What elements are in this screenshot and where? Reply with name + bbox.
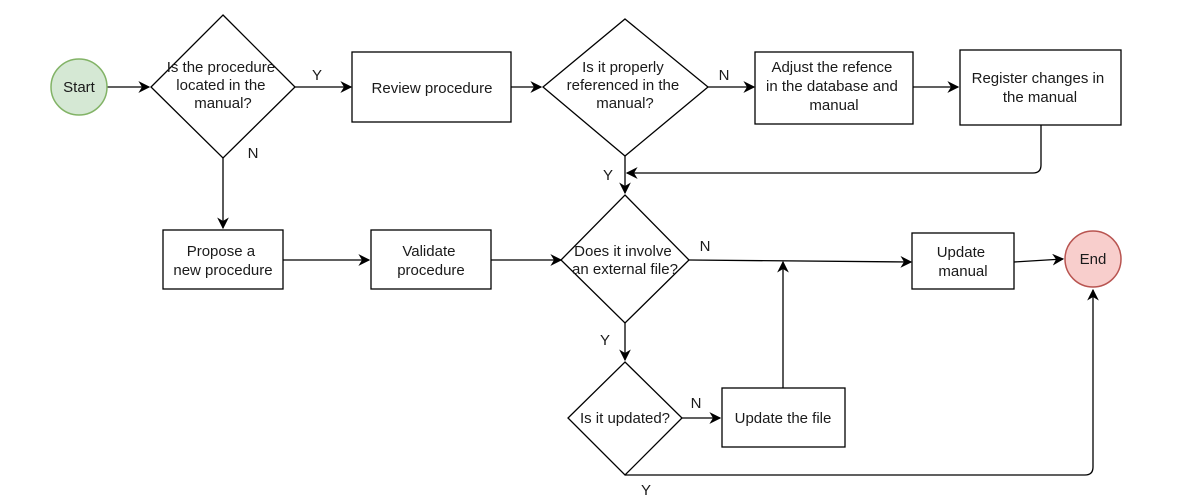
- propose-label: Propose a new procedure: [173, 243, 272, 279]
- update-file-process: Update the file: [721, 387, 846, 448]
- propose-box: [162, 229, 284, 290]
- update-file-box: [721, 387, 846, 448]
- end-label: End: [1080, 251, 1107, 268]
- is-located-line-2: located in the: [176, 77, 265, 94]
- start-node: Start: [50, 58, 108, 116]
- is-referenced-label: Is it properly referenced in the manual?: [567, 59, 684, 112]
- validate-box: [370, 229, 492, 290]
- adjust-box: [754, 51, 914, 125]
- validate-process: Validate procedure: [370, 229, 492, 290]
- validate-line-1: Validate: [402, 243, 455, 260]
- edges: [107, 81, 1099, 476]
- register-label: Register changes in the manual: [972, 70, 1109, 106]
- is-referenced-diamond: [541, 18, 710, 157]
- adjust-line-3: manual: [809, 97, 858, 114]
- is-located-decision: Is the procedure located in the manual?: [150, 14, 296, 159]
- external-diamond: [560, 194, 690, 324]
- label-located-yes: Y: [312, 67, 322, 84]
- label-referenced-yes: Y: [603, 167, 613, 184]
- update-file-label: Update the file: [735, 410, 832, 427]
- is-located-line-1: Is the procedure: [167, 59, 275, 76]
- update-manual-label: Update manual: [937, 244, 990, 280]
- edge-is-updated-to-end: [625, 288, 1099, 476]
- label-located-no: N: [248, 145, 259, 162]
- label-updated-yes: Y: [641, 482, 651, 499]
- start-circle: [50, 58, 108, 116]
- adjust-label: Adjust the refence in the database and m…: [766, 59, 902, 114]
- edge-external-to-update-manual: [688, 256, 913, 268]
- is-updated-line-1: Is it updated?: [580, 410, 670, 427]
- review-box: [351, 51, 512, 123]
- label-referenced-no: N: [719, 67, 730, 84]
- register-line-2: the manual: [1003, 89, 1077, 106]
- is-updated-label: Is it updated?: [580, 410, 670, 427]
- is-referenced-decision: Is it properly referenced in the manual?: [541, 18, 710, 157]
- adjust-line-1: Adjust the refence: [771, 59, 892, 76]
- is-referenced-line-2: referenced in the: [567, 77, 680, 94]
- update-file-line-1: Update the file: [735, 410, 832, 427]
- label-updated-no: N: [691, 395, 702, 412]
- is-updated-decision: Is it updated?: [567, 361, 683, 476]
- end-node: End: [1064, 230, 1122, 288]
- adjust-process: Adjust the refence in the database and m…: [754, 51, 914, 125]
- label-external-no: N: [700, 238, 711, 255]
- register-process: Register changes in the manual: [959, 49, 1122, 126]
- propose-process: Propose a new procedure: [162, 229, 284, 290]
- adjust-line-2: in the database and: [766, 78, 898, 95]
- propose-line-2: new procedure: [173, 262, 272, 279]
- register-line-1: Register changes in: [972, 70, 1105, 87]
- label-external-yes: Y: [600, 332, 610, 349]
- is-located-diamond: [150, 14, 296, 159]
- nodes: Start Is the procedure located in the ma…: [50, 14, 1122, 476]
- external-line-1: Does it involve: [574, 243, 672, 260]
- edge-update-manual-to-end: [1013, 253, 1065, 266]
- edge-labels: Y N N Y N Y N Y: [248, 67, 730, 499]
- propose-line-1: Propose a: [187, 243, 256, 260]
- update-manual-line-1: Update: [937, 244, 985, 261]
- is-referenced-line-1: Is it properly: [582, 59, 664, 76]
- review-label: Review procedure: [372, 80, 493, 97]
- update-manual-line-2: manual: [938, 263, 987, 280]
- external-decision: Does it involve an external file?: [560, 194, 690, 324]
- is-updated-diamond: [567, 361, 683, 476]
- update-manual-box: [911, 232, 1015, 290]
- validate-line-2: procedure: [397, 262, 465, 279]
- register-box: [959, 49, 1122, 126]
- edge-register-to-merge: [625, 125, 1042, 179]
- update-manual-process: Update manual: [911, 232, 1015, 290]
- is-located-label: Is the procedure located in the manual?: [167, 59, 280, 112]
- is-referenced-line-3: manual?: [596, 95, 654, 112]
- end-circle: [1064, 230, 1122, 288]
- is-located-line-3: manual?: [194, 95, 252, 112]
- review-line-1: Review procedure: [372, 80, 493, 97]
- external-line-2: an external file?: [572, 261, 678, 278]
- start-label: Start: [63, 79, 96, 96]
- review-process: Review procedure: [351, 51, 512, 123]
- external-label: Does it involve an external file?: [572, 243, 678, 278]
- validate-label: Validate procedure: [397, 243, 465, 279]
